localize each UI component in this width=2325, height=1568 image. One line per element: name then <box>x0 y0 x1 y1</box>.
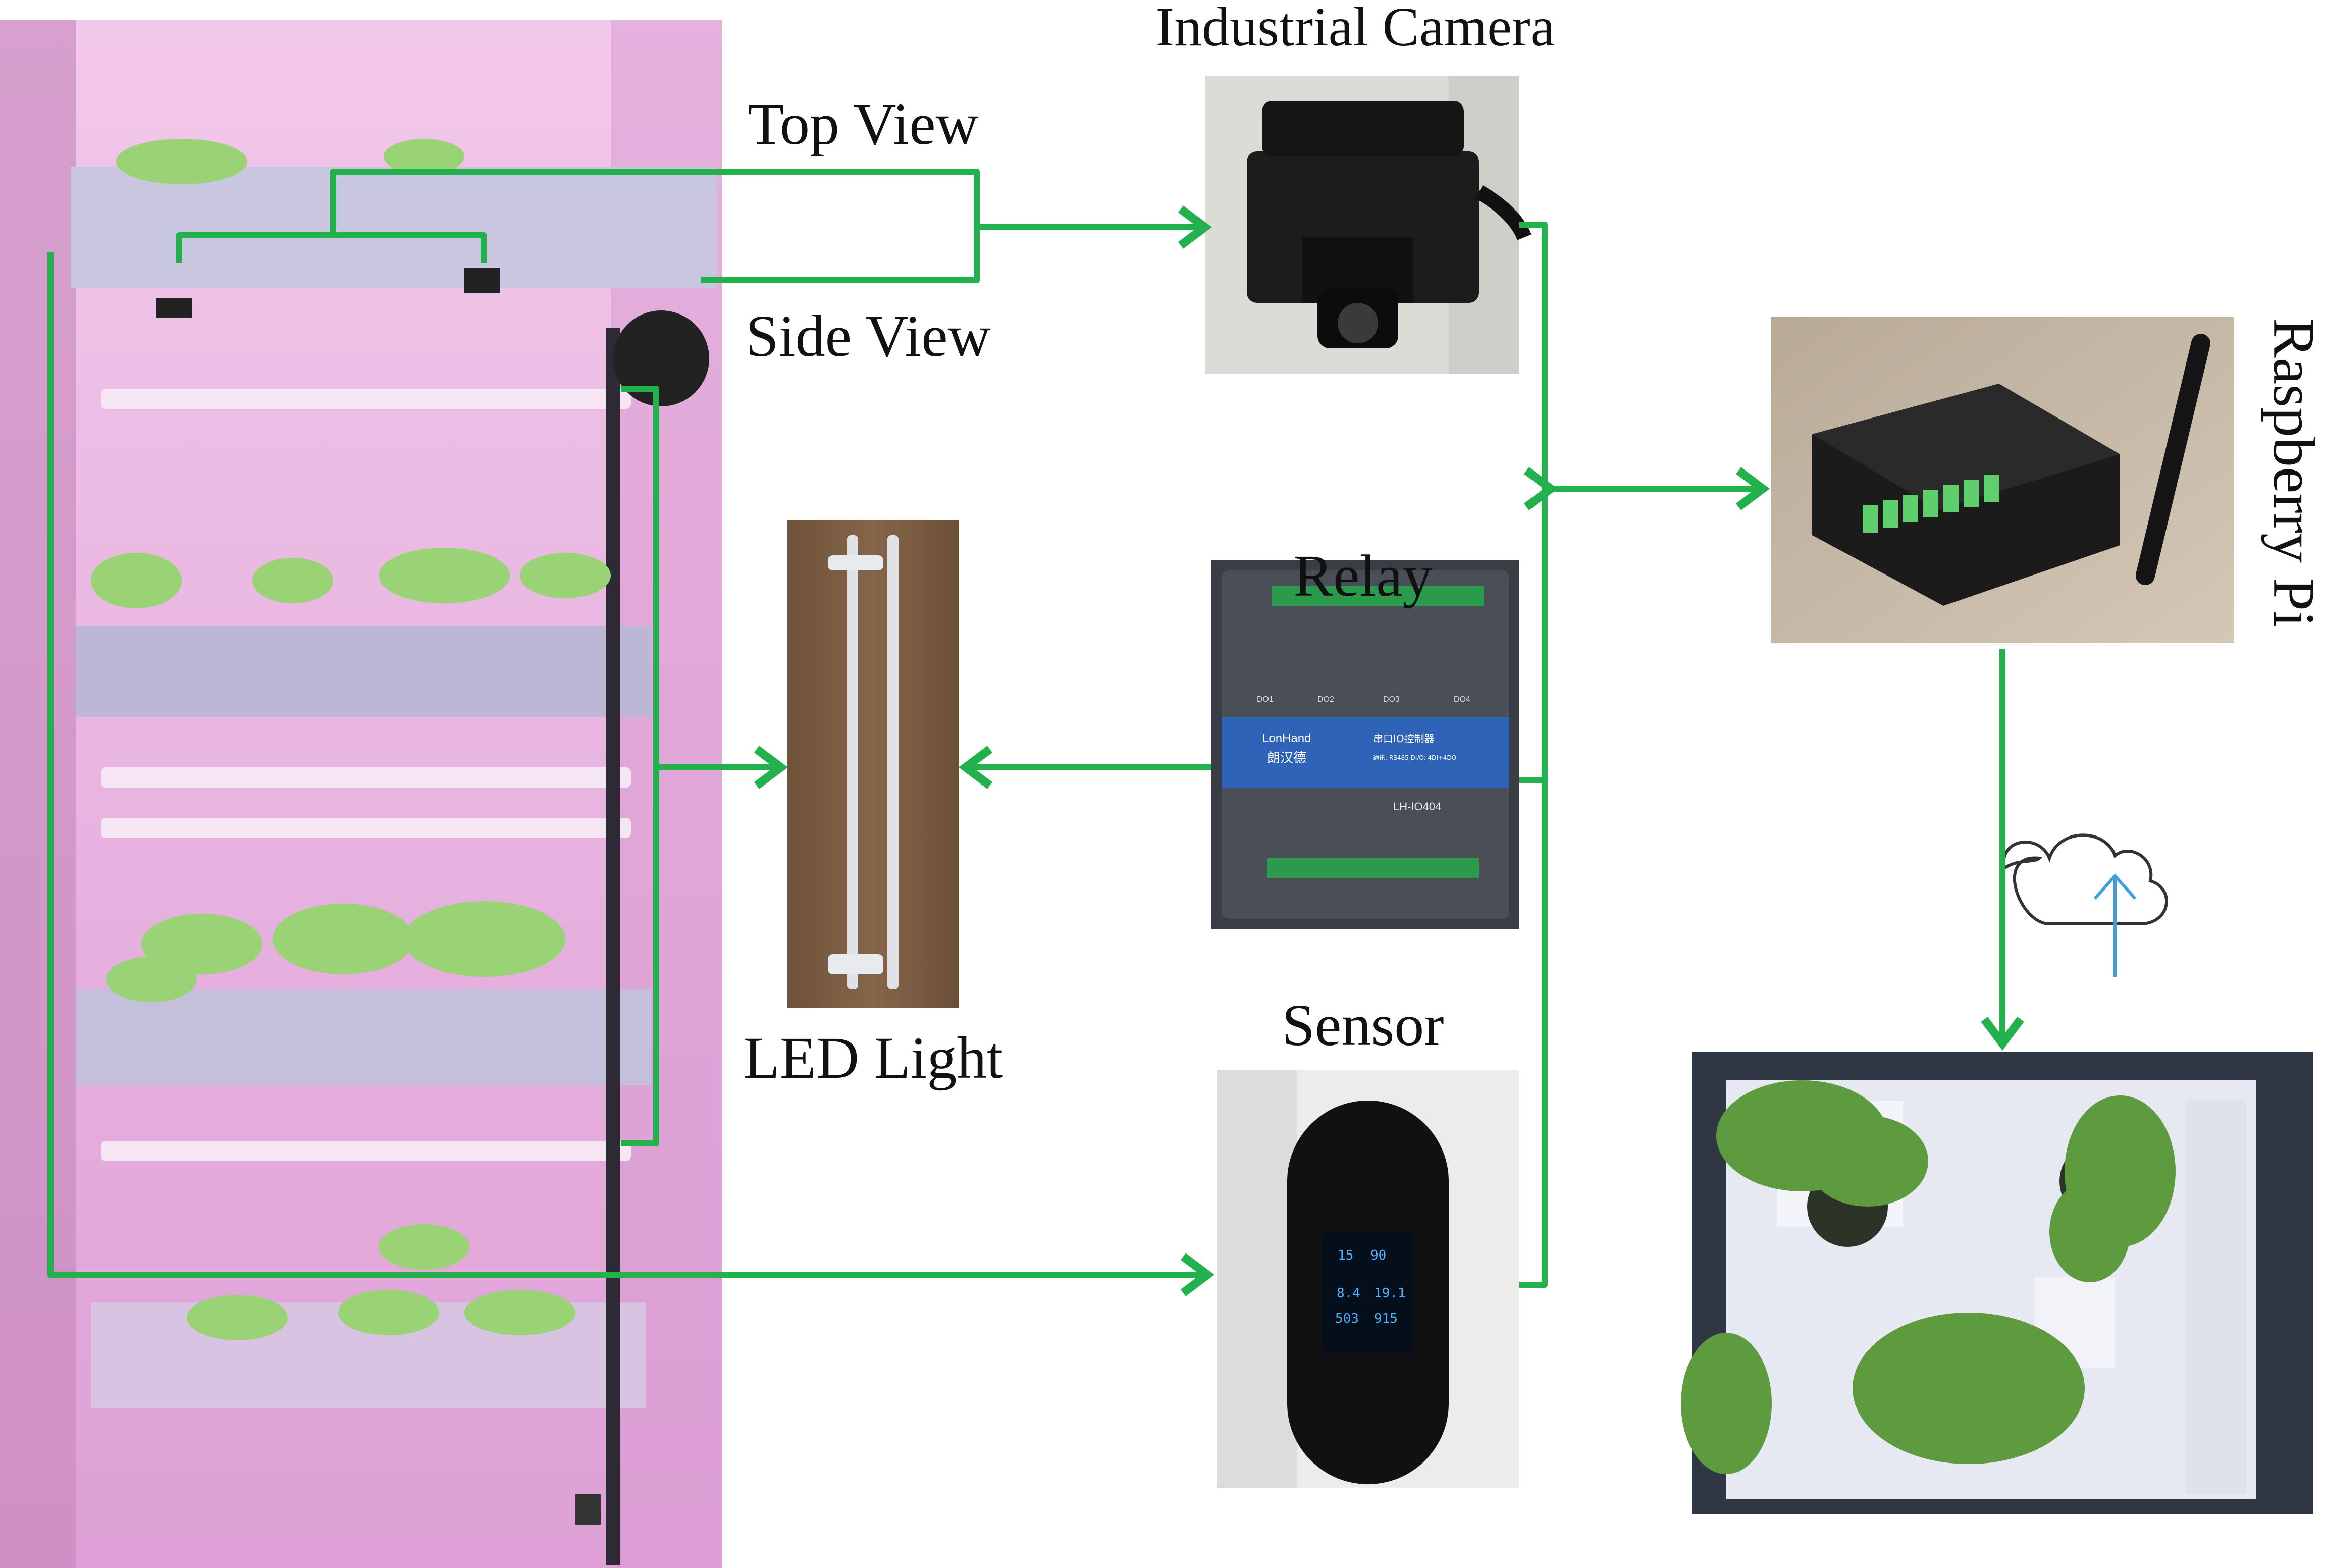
label-top-view: Top View <box>748 91 979 157</box>
label-relay: Relay <box>1293 543 1432 609</box>
relay-model: LH-IO404 <box>1393 800 1441 813</box>
top-view-branch <box>330 169 980 235</box>
label-sensor: Sensor <box>1282 992 1444 1058</box>
label-side-view: Side View <box>746 303 991 369</box>
relay-spec: 通讯: RS485 DI/O: 4DI+4DO <box>1373 754 1456 761</box>
relay-brand: LonHand <box>1262 731 1311 745</box>
relay-photo: LonHand 朗汉德 串口IO控制器 通讯: RS485 DI/O: 4DI+… <box>1211 560 1519 929</box>
rack-to-sensor-line <box>47 252 1214 1296</box>
relay-channel-do2: DO2 <box>1317 695 1334 704</box>
led-light-photo <box>787 520 959 1008</box>
hydroponic-rack-photo <box>0 20 722 1568</box>
sensor-reading-2: 90 <box>1370 1248 1386 1263</box>
cloud-upload-icon <box>2002 833 2168 977</box>
relay-channel-do1: DO1 <box>1257 695 1274 704</box>
sensor-reading-4: 19.1 <box>1374 1286 1406 1301</box>
relay-channel-do3: DO3 <box>1383 695 1400 704</box>
raspberry-pi-photo <box>1771 317 2234 643</box>
sensor-photo: 15 90 8.4 19.1 503 915 <box>1217 1070 1519 1488</box>
relay-channel-do4: DO4 <box>1454 695 1470 704</box>
relay-product-cn: 串口IO控制器 <box>1373 733 1435 745</box>
side-view-branch <box>701 227 980 283</box>
industrial-camera-photo <box>1205 76 1531 374</box>
connection-arrows <box>47 169 2024 1296</box>
label-industrial-camera: Industrial Camera <box>1155 0 1555 58</box>
sensor-reading-3: 8.4 <box>1337 1286 1360 1301</box>
sensor-reading-1: 15 <box>1338 1248 1353 1263</box>
label-raspberry-pi: Raspberry Pi <box>2261 318 2325 628</box>
sensor-reading-6: 915 <box>1374 1311 1398 1326</box>
label-led-light: LED Light <box>744 1025 1003 1091</box>
relay-brand-cn: 朗汉德 <box>1267 751 1306 766</box>
top-view-plants-photo <box>1681 1052 2313 1514</box>
sensor-reading-5: 503 <box>1335 1311 1359 1326</box>
device-bus <box>1519 222 1548 1288</box>
